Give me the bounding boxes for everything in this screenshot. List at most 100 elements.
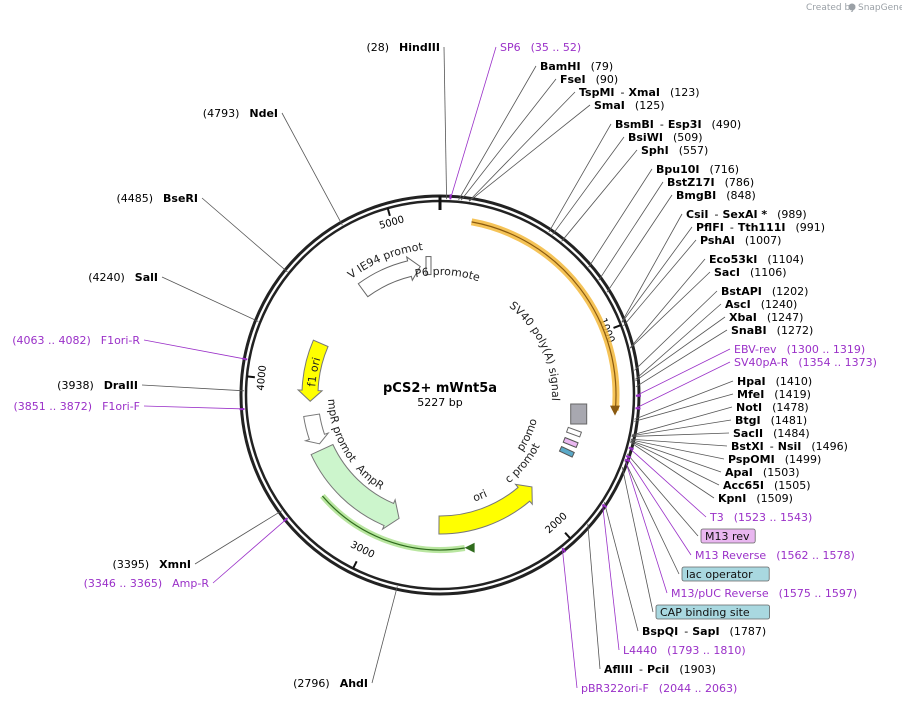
leader-tspmi <box>468 91 576 202</box>
label-kpni[interactable]: KpnI(1509) <box>718 492 793 505</box>
label-text: NotI(1478) <box>736 401 809 414</box>
label-ampr_primer[interactable]: (3346 .. 3365)Amp-R <box>84 577 210 590</box>
label-saci[interactable]: SacI(1106) <box>714 266 787 279</box>
label-m13puc[interactable]: M13/pUC Reverse(1575 .. 1597) <box>671 587 857 600</box>
label-cap_box[interactable]: CAP binding site <box>655 604 770 620</box>
label-fsei[interactable]: FseI(90) <box>560 73 618 86</box>
primer-mark-l4440 <box>601 503 608 509</box>
label-pspomi[interactable]: PspOMI(1499) <box>728 453 821 466</box>
lac-operator-mark <box>558 445 575 458</box>
label-bstz17i[interactable]: BstZ17I(786) <box>667 176 754 189</box>
label-bseri[interactable]: (4485)BseRI <box>116 192 198 205</box>
leader-btgi <box>631 419 732 437</box>
label-text: pBR322ori-F(2044 .. 2063) <box>581 682 737 695</box>
label-xmni[interactable]: (3395)XmnI <box>113 558 191 571</box>
label-text: BtgI(1481) <box>735 414 807 427</box>
label-smai[interactable]: SmaI(125) <box>594 99 665 112</box>
leader-f1orif <box>143 405 245 410</box>
label-bpu10i[interactable]: Bpu10I(716) <box>656 163 739 176</box>
leader-pbr322 <box>561 548 578 689</box>
leader-smai <box>469 104 591 202</box>
label-m13reverse[interactable]: M13 Reverse(1562 .. 1578) <box>695 549 855 562</box>
label-acc65i[interactable]: Acc65I(1505) <box>723 479 811 492</box>
label-ndei[interactable]: (4793)NdeI <box>203 107 278 120</box>
feature-box <box>681 566 770 582</box>
label-bsiwi[interactable]: BsiWI(509) <box>628 131 703 144</box>
leader-fsei <box>460 78 557 201</box>
label-sali[interactable]: (4240)SalI <box>88 271 158 284</box>
f1-ori-label: f1 ori <box>305 356 323 387</box>
label-asci[interactable]: AscI(1240) <box>725 298 797 311</box>
label-ebvrev[interactable]: EBV-rev(1300 .. 1319) <box>734 343 865 356</box>
ampr-arrow <box>310 443 400 531</box>
label-noti[interactable]: NotI(1478) <box>736 401 809 414</box>
label-bsmbi[interactable]: BsmBI-Esp3I(490) <box>615 118 741 131</box>
leader-bamhi <box>458 65 537 201</box>
label-f1orif[interactable]: (3851 .. 3872)F1ori-F <box>14 400 141 413</box>
tick-5000 <box>386 207 391 217</box>
label-xbai[interactable]: XbaI(1247) <box>729 311 803 324</box>
label-bamhi[interactable]: BamHI(79) <box>540 60 613 73</box>
label-tspmi[interactable]: TspMI-XmaI(123) <box>579 86 700 99</box>
label-sphi[interactable]: SphI(557) <box>641 144 708 157</box>
label-snabi[interactable]: SnaBI(1272) <box>731 324 813 337</box>
cmv-promoter-arrow <box>357 255 421 298</box>
label-sv40par[interactable]: SV40pA-R(1354 .. 1373) <box>734 356 877 369</box>
leader-csii <box>621 213 683 323</box>
label-l4440[interactable]: L4440(1793 .. 1810) <box>623 644 746 657</box>
label-sacii[interactable]: SacII(1484) <box>733 427 810 440</box>
label-text: L4440(1793 .. 1810) <box>623 644 746 657</box>
label-apai[interactable]: ApaI(1503) <box>725 466 799 479</box>
feature-box-text: lac operator <box>686 568 753 581</box>
label-lacop_box[interactable]: lac operator <box>681 566 770 582</box>
plasmid-length: 5227 bp <box>417 396 462 409</box>
leader-sacii <box>631 432 730 437</box>
label-text: (3851 .. 3872)F1ori-F <box>14 400 141 413</box>
label-afliii[interactable]: AflIII-PciI(1903) <box>604 663 716 676</box>
label-bstapi[interactable]: BstAPI(1202) <box>721 285 808 298</box>
label-text: BmgBI(848) <box>676 189 756 202</box>
leader-bspqi <box>603 501 639 632</box>
label-bspqi[interactable]: BspQI-SapI(1787) <box>642 625 766 638</box>
label-text: (4485)BseRI <box>116 192 198 205</box>
label-pshai[interactable]: PshAI(1007) <box>700 234 781 247</box>
label-text: M13/pUC Reverse(1575 .. 1597) <box>671 587 857 600</box>
leader-t3 <box>628 447 707 518</box>
label-mfei[interactable]: MfeI(1419) <box>737 388 811 401</box>
label-bstxi[interactable]: BstXI-NsiI(1496) <box>731 440 848 453</box>
label-ahdi[interactable]: (2796)AhdI <box>293 677 368 690</box>
feature-box-text: M13 rev <box>705 530 750 543</box>
label-f1orir[interactable]: (4063 .. 4082)F1ori-R <box>12 334 140 347</box>
leader-sali <box>161 276 259 322</box>
leader-acc65i <box>630 440 720 486</box>
label-text: SnaBI(1272) <box>731 324 813 337</box>
label-btgi[interactable]: BtgI(1481) <box>735 414 807 427</box>
label-text: SmaI(125) <box>594 99 665 112</box>
label-text: (4063 .. 4082)F1ori-R <box>12 334 140 347</box>
leader-pflfi <box>621 226 693 323</box>
label-text: SacII(1484) <box>733 427 810 440</box>
t3-promoter-mark <box>565 426 583 438</box>
label-text: BsmBI-Esp3I(490) <box>615 118 741 131</box>
leader-m13puc <box>624 459 668 594</box>
label-text: SacI(1106) <box>714 266 787 279</box>
sv40-polya-signal-box <box>570 403 588 425</box>
sv40-polya-label: SV40 poly(A) signal <box>507 299 562 401</box>
label-eco53ki[interactable]: Eco53kI(1104) <box>709 253 804 266</box>
label-m13rev_box[interactable]: M13 rev <box>700 528 756 544</box>
label-hpai[interactable]: HpaI(1410) <box>737 375 812 388</box>
sv40-polya-arrow-icon <box>610 405 621 416</box>
label-sp6[interactable]: SP6(35 .. 52) <box>500 41 581 54</box>
label-hindiii[interactable]: (28)HindIII <box>366 41 440 54</box>
label-text: KpnI(1509) <box>718 492 793 505</box>
label-pbr322[interactable]: pBR322ori-F(2044 .. 2063) <box>581 682 737 695</box>
leader-cap_box <box>621 466 654 613</box>
label-csii[interactable]: CsiI-SexAI *(989) <box>686 208 807 221</box>
label-t3[interactable]: T3(1523 .. 1543) <box>709 511 812 524</box>
label-draiii[interactable]: (3938)DraIII <box>57 379 138 392</box>
label-pflfi[interactable]: PflFI-Tth111I(991) <box>696 221 825 234</box>
leader-bmgbi <box>606 194 673 293</box>
label-bmgbi[interactable]: BmgBI(848) <box>676 189 756 202</box>
feature-box-text: CAP binding site <box>660 606 750 619</box>
label-text: (3938)DraIII <box>57 379 138 392</box>
